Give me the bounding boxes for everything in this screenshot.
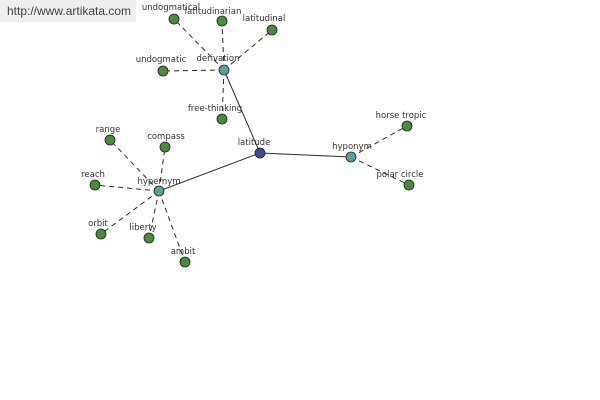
node-dot-latitudinal[interactable] xyxy=(266,24,278,36)
node-dot-undogmatic[interactable] xyxy=(157,65,169,77)
node-dot-ambit[interactable] xyxy=(179,256,191,268)
edge-derivation-undogmatical xyxy=(173,18,225,71)
edge-hypernym-range xyxy=(109,139,160,192)
node-dot-latitudinarian[interactable] xyxy=(216,15,228,27)
edge-hypernym-orbit xyxy=(100,190,160,235)
edge-derivation-free-thinking xyxy=(221,69,225,120)
edge-derivation-latitudinal xyxy=(223,29,273,71)
node-dot-compass[interactable] xyxy=(159,141,171,153)
node-dot-orbit[interactable] xyxy=(95,228,107,240)
node-label-latitude[interactable]: latitude xyxy=(238,138,271,148)
node-undogmatic[interactable]: undogmatic xyxy=(136,55,187,77)
graph-edges xyxy=(94,18,410,263)
node-horse-tropic[interactable]: horse tropic xyxy=(376,111,427,132)
node-range[interactable]: range xyxy=(96,125,121,146)
node-dot-latitude[interactable] xyxy=(254,147,266,159)
edge-latitude-hyponym xyxy=(259,152,352,158)
node-liberty[interactable]: liberty xyxy=(129,223,157,244)
node-dot-hyponym[interactable] xyxy=(345,151,357,163)
node-label-undogmatic[interactable]: undogmatic xyxy=(136,55,187,65)
node-dot-undogmatical[interactable] xyxy=(168,13,180,25)
node-dot-derivation[interactable] xyxy=(218,64,230,76)
node-label-hypernym[interactable]: hypernym xyxy=(137,177,180,187)
url-banner[interactable]: http://www.artikata.com xyxy=(0,0,136,22)
edge-hypernym-liberty xyxy=(148,190,160,239)
node-label-latitudinarian[interactable]: latitudinarian xyxy=(185,7,242,17)
edge-hypernym-ambit xyxy=(158,190,186,263)
node-label-ambit[interactable]: ambit xyxy=(171,247,196,257)
node-derivation[interactable]: derivation xyxy=(196,54,240,76)
node-label-derivation[interactable]: derivation xyxy=(196,54,239,64)
edge-latitude-hypernym xyxy=(158,152,261,192)
node-polar-circle[interactable]: polar circle xyxy=(377,170,424,191)
node-dot-reach[interactable] xyxy=(89,179,101,191)
node-compass[interactable]: compass xyxy=(147,132,185,153)
node-label-latitudinal[interactable]: latitudinal xyxy=(243,14,286,24)
url-link[interactable]: http://www.artikata.com xyxy=(7,4,132,18)
node-dot-polar-circle[interactable] xyxy=(403,179,415,191)
edge-hypernym-compass xyxy=(158,146,166,192)
node-latitude[interactable]: latitude xyxy=(238,138,271,159)
node-label-range[interactable]: range xyxy=(96,125,121,135)
node-hypernym[interactable]: hypernym xyxy=(137,177,181,197)
edge-latitude-derivation xyxy=(223,69,261,154)
node-hyponym[interactable]: hyponym xyxy=(332,142,372,163)
node-label-reach[interactable]: reach xyxy=(81,170,105,180)
node-label-polar-circle[interactable]: polar circle xyxy=(377,170,424,180)
node-dot-free-thinking[interactable] xyxy=(216,113,228,125)
edge-hypernym-reach xyxy=(94,184,160,192)
node-label-orbit[interactable]: orbit xyxy=(88,219,108,229)
node-reach[interactable]: reach xyxy=(81,170,105,191)
node-label-liberty[interactable]: liberty xyxy=(129,223,156,233)
graph-nodes: latitude derivation hypernym hyponym undogma… xyxy=(81,3,427,268)
node-dot-range[interactable] xyxy=(104,134,116,146)
node-label-free-thinking[interactable]: free-thinking xyxy=(188,104,242,114)
node-dot-hypernym[interactable] xyxy=(153,185,165,197)
node-orbit[interactable]: orbit xyxy=(88,219,109,240)
node-label-compass[interactable]: compass xyxy=(147,132,185,142)
node-dot-liberty[interactable] xyxy=(143,232,155,244)
edge-derivation-undogmatic xyxy=(162,69,225,72)
node-ambit[interactable]: ambit xyxy=(171,247,196,268)
node-label-undogmatical[interactable]: undogmatical xyxy=(142,3,200,13)
node-latitudinarian[interactable]: latitudinarian xyxy=(185,7,242,27)
edge-derivation-latitudinarian xyxy=(221,20,225,71)
node-free-thinking[interactable]: free-thinking xyxy=(188,104,242,125)
node-label-hyponym[interactable]: hyponym xyxy=(332,142,372,152)
node-undogmatical[interactable]: undogmatical xyxy=(142,3,200,25)
edge-hyponym-horse-tropic xyxy=(350,125,408,158)
node-dot-horse-tropic[interactable] xyxy=(401,120,413,132)
node-latitudinal[interactable]: latitudinal xyxy=(243,14,286,36)
node-label-horse-tropic[interactable]: horse tropic xyxy=(376,111,427,121)
edge-hyponym-polar-circle xyxy=(350,156,410,186)
